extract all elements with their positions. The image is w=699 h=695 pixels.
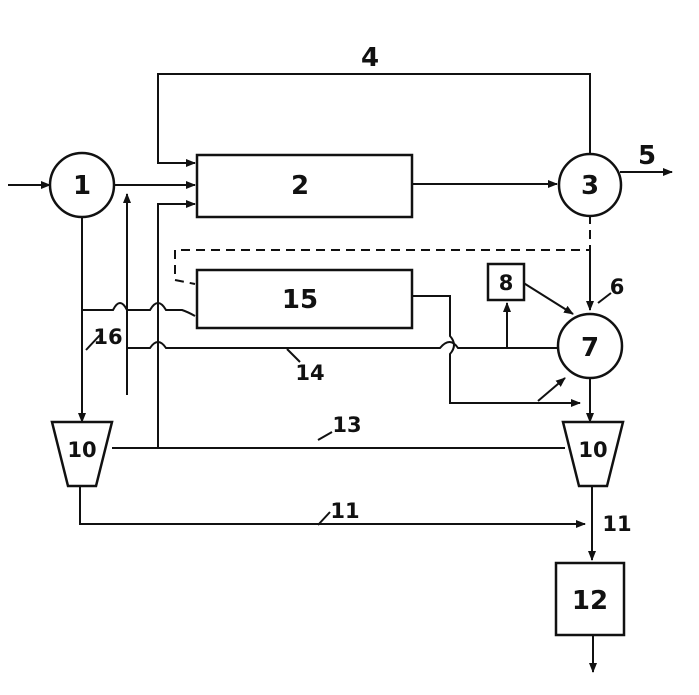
leader-16 xyxy=(85,334,101,351)
line-16-to-15 xyxy=(82,302,196,317)
label-1: 1 xyxy=(73,171,91,201)
unit-7-circle xyxy=(556,312,624,380)
line-14 xyxy=(127,341,558,349)
label-11-left: 11 xyxy=(330,499,359,523)
label-12: 12 xyxy=(572,586,608,616)
label-4: 4 xyxy=(361,43,379,73)
leader-6 xyxy=(597,292,612,304)
leader-11 xyxy=(317,511,331,526)
unit-15-box xyxy=(195,268,414,330)
label-3: 3 xyxy=(581,171,599,201)
dashed-line-3-to-15 xyxy=(174,215,591,285)
unit-8-box xyxy=(486,262,526,302)
line-13-to-2 xyxy=(157,200,196,448)
unit-10-right xyxy=(561,420,625,488)
line-15-out xyxy=(412,295,581,407)
unit-10-left xyxy=(50,420,114,488)
label-2: 2 xyxy=(291,171,309,201)
unit-2-box xyxy=(195,153,414,219)
label-7: 7 xyxy=(581,333,599,363)
label-14: 14 xyxy=(295,361,324,385)
flow-lines xyxy=(8,73,673,673)
unit-1-circle xyxy=(48,151,116,219)
label-5: 5 xyxy=(638,141,656,171)
label-11-right: 11 xyxy=(602,512,631,536)
unit-3-circle xyxy=(557,152,623,218)
leader-14 xyxy=(286,348,301,363)
line-8-to-7 xyxy=(521,281,574,315)
line-into-7 xyxy=(537,377,566,402)
label-10-left: 10 xyxy=(67,438,96,462)
label-16: 16 xyxy=(93,325,122,349)
line-11-left xyxy=(79,485,586,528)
unit-12-box xyxy=(554,561,626,637)
label-6: 6 xyxy=(610,275,625,299)
label-8: 8 xyxy=(499,271,514,295)
leader-13 xyxy=(317,431,333,441)
labels: 1 2 3 4 5 6 7 8 10 10 11 11 12 13 14 15 … xyxy=(67,43,656,616)
equipment xyxy=(48,151,626,637)
bypass-line-4 xyxy=(157,73,591,167)
label-15: 15 xyxy=(282,285,318,315)
label-10-right: 10 xyxy=(578,438,607,462)
label-13: 13 xyxy=(332,413,361,437)
